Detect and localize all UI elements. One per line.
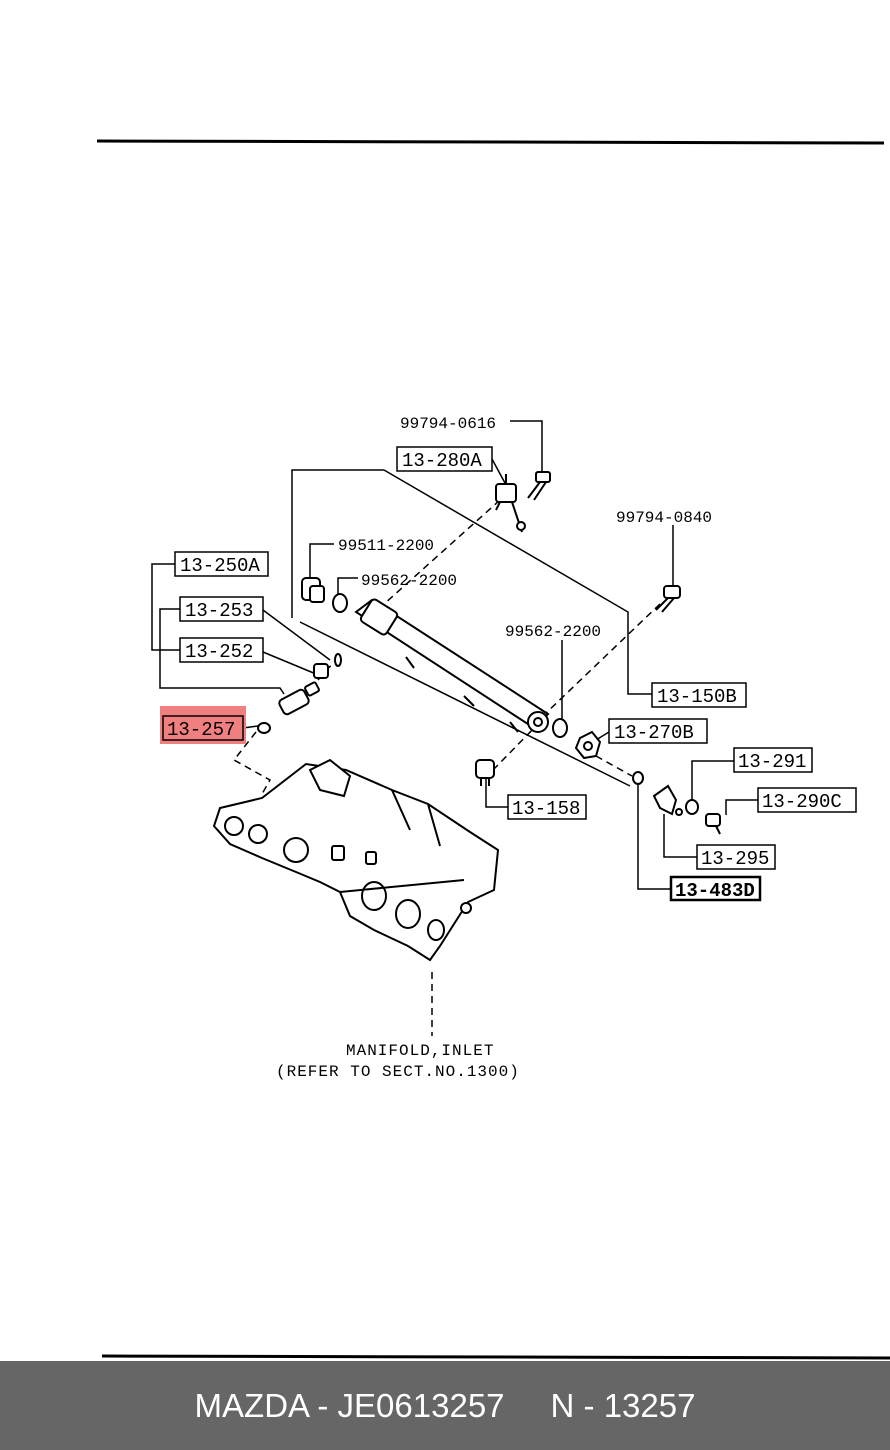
o-ring-icon — [334, 653, 342, 667]
label-part-257: 13-257 — [167, 719, 235, 741]
label-part-270b: 13-270B — [614, 722, 694, 744]
label-part-295: 13-295 — [701, 848, 769, 870]
bolt-icon — [527, 471, 551, 501]
label-fuel-rail: 13-150B — [657, 686, 737, 708]
intake-manifold-icon — [212, 758, 500, 962]
callouts: 99794-0616 99794-0840 13-280A 99511-2200… — [160, 415, 857, 1081]
nut-icon — [574, 730, 602, 760]
label-bolt-right: 99794-0840 — [616, 509, 712, 527]
parts — [212, 471, 721, 962]
label-part-291: 13-291 — [738, 751, 806, 773]
label-part-483d: 13-483D — [675, 880, 755, 902]
note-line-2: (REFER TO SECT.NO.1300) — [276, 1063, 520, 1081]
bolt-icon — [655, 585, 681, 613]
parts-diagram: 99794-0616 99794-0840 13-280A 99511-2200… — [96, 139, 890, 1360]
label-part-158: 13-158 — [512, 798, 580, 820]
label-part-253: 13-253 — [185, 600, 253, 622]
cap-icon — [475, 759, 495, 786]
grommet-icon — [313, 663, 329, 679]
plug-icon — [301, 577, 325, 603]
bracket-icon — [652, 784, 683, 816]
seal-icon — [257, 722, 271, 734]
label-plug: 99511-2200 — [338, 537, 434, 555]
washer-icon — [552, 718, 568, 738]
screw-icon — [705, 813, 721, 835]
washer-icon — [332, 593, 348, 613]
footer-bar: MAZDA - JE0613257 N - 13257 — [0, 1361, 890, 1450]
note-line-1: MANIFOLD,INLET — [346, 1042, 494, 1060]
pressure-regulator-icon — [495, 474, 526, 533]
label-washer-right: 99562-2200 — [505, 623, 601, 641]
fuel-rail-icon — [354, 598, 550, 733]
ring-icon — [632, 771, 644, 785]
label-pressure-regulator: 13-280A — [402, 450, 482, 472]
top-rule — [96, 139, 885, 145]
label-part-290c: 13-290C — [762, 791, 842, 813]
label-bolt-top: 99794-0616 — [400, 415, 496, 433]
washer-icon — [685, 799, 699, 815]
highlight-box — [160, 706, 246, 744]
footer-ref: N - 13257 — [550, 1386, 696, 1424]
bottom-rule — [101, 1354, 890, 1360]
injector-icon — [278, 681, 320, 716]
label-injector-assy: 13-250A — [180, 555, 260, 577]
label-part-252: 13-252 — [185, 641, 253, 663]
footer-brand-part: MAZDA - JE0613257 — [194, 1386, 505, 1424]
label-washer-left: 99562-2200 — [361, 572, 457, 590]
